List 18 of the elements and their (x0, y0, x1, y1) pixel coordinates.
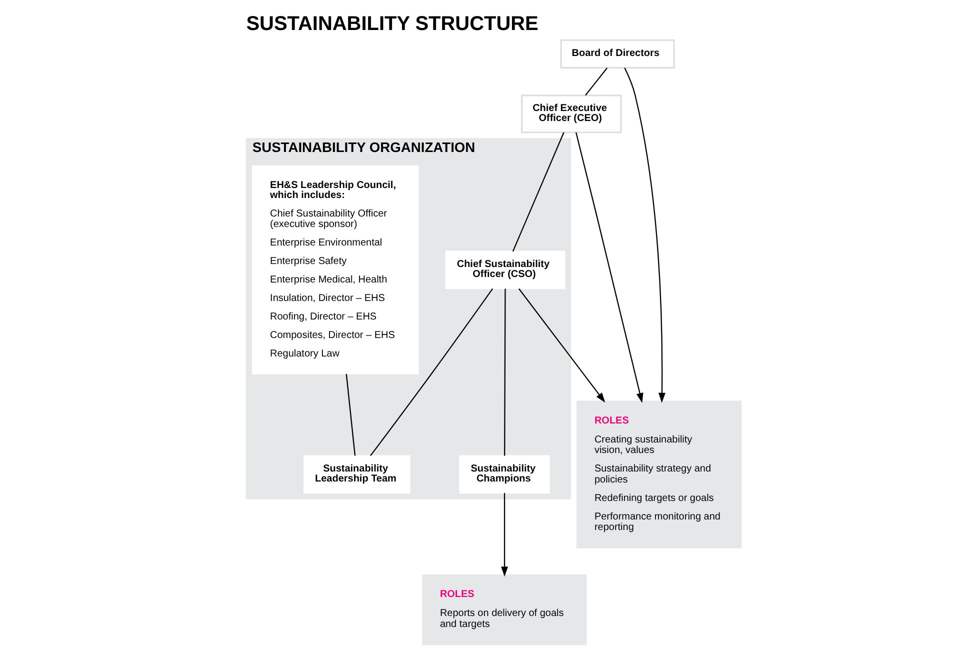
node-box: ROLES Creating sustainability vision, values Sustainability strategy and policies Redefining targets or goals Performance monitoring and reporting (576, 400, 742, 548)
connector (512, 132, 564, 252)
node-box: Sustainability Leadership Team (303, 455, 410, 494)
node-box: Board of Directors (560, 39, 674, 69)
node-box: Chief Sustainability Officer (CSO) (444, 250, 565, 290)
node-box: Sustainability Champions (458, 455, 550, 494)
connector (504, 288, 506, 456)
node-box: ROLES Reports on delivery of goals and targets (422, 574, 586, 646)
arrow (518, 288, 605, 403)
arrow (574, 132, 643, 404)
arrow (500, 492, 508, 577)
node-box: EH&S Leadership Council, which includes: Chief Sustainability Officer (executive sponsor) Enterprise Environmental Enterprise Safety Enterprise Medical, Health Insulation, Director – EHS Roofing, Director – EHS Composites, Director – EHS Regulatory Law (251, 165, 418, 374)
node-box: Chief Executive Officer (CEO) (520, 94, 622, 134)
connector (584, 68, 608, 96)
connector (345, 374, 356, 456)
arrow (624, 68, 665, 403)
connector (370, 288, 493, 456)
diagram-title: SUSTAINABILITY STRUCTURE (246, 12, 538, 35)
